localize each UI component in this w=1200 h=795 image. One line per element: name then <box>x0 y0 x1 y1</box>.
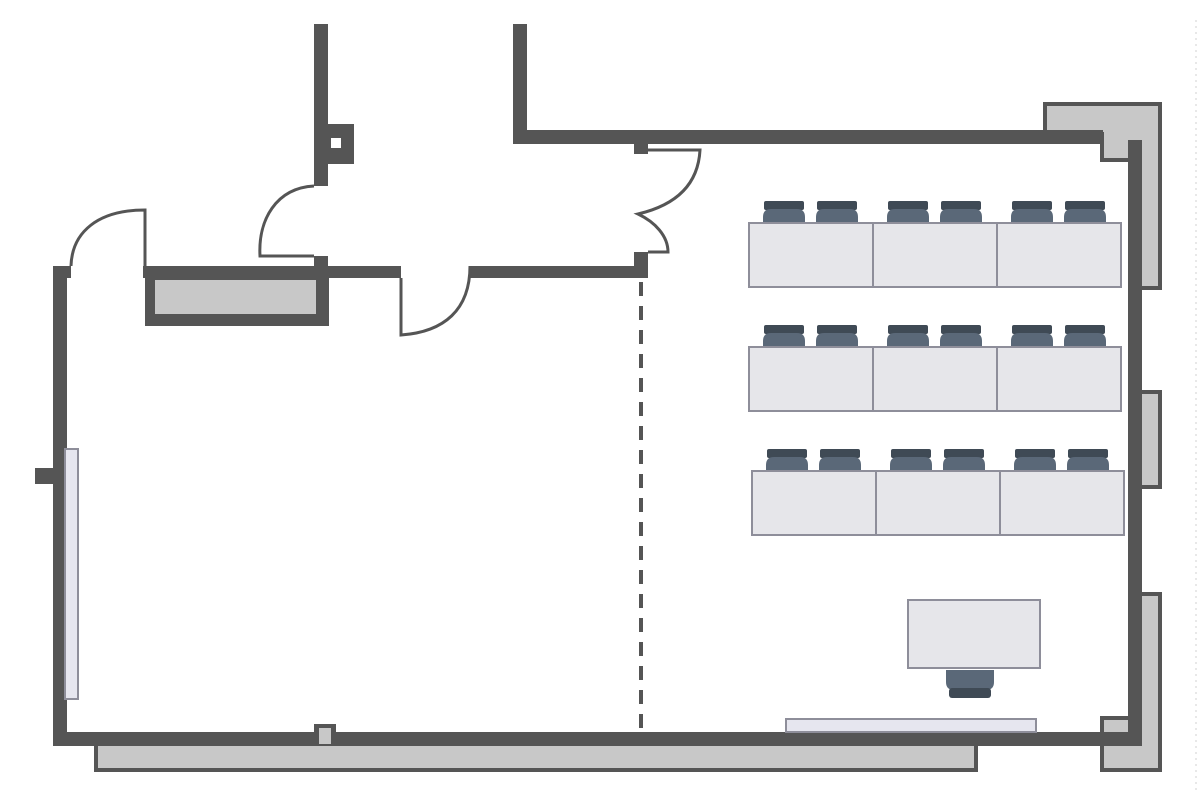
wall-corridor-notch-hole <box>331 138 341 148</box>
chair-back <box>820 449 860 458</box>
chair-seat <box>1067 457 1109 471</box>
door-jamb-inner <box>634 252 648 278</box>
wall-top-right <box>513 130 1103 144</box>
door-jamb-top <box>634 144 648 154</box>
chair-seat <box>940 209 982 223</box>
chair-back <box>1065 201 1105 210</box>
chair-seat <box>763 333 805 347</box>
teacher-desk-group <box>907 599 1041 698</box>
student-desk <box>875 470 1001 536</box>
wall-bottom-post-inner <box>319 728 331 744</box>
chair-seat <box>819 457 861 471</box>
student-desk <box>748 222 874 288</box>
wall-left <box>53 266 67 746</box>
chair-back <box>1012 325 1052 334</box>
student-desk <box>872 346 998 412</box>
chair-back <box>764 325 804 334</box>
chair-seat <box>943 457 985 471</box>
chair-back <box>944 449 984 458</box>
chair-back <box>941 201 981 210</box>
walls <box>35 24 1142 746</box>
wall-column-frame-left <box>145 270 155 326</box>
student-desk <box>996 222 1122 288</box>
chair-back <box>888 201 928 210</box>
chair-back <box>1012 201 1052 210</box>
chair-seat <box>940 333 982 347</box>
student-desk <box>748 346 874 412</box>
student-desk <box>996 346 1122 412</box>
door-inner <box>399 265 472 337</box>
wall-bottom <box>53 732 1135 746</box>
column-top-left-inner <box>150 276 324 320</box>
chair-back <box>1015 449 1055 458</box>
chair-seat <box>766 457 808 471</box>
wall-corridor-left <box>314 24 328 186</box>
chair-seat <box>816 333 858 347</box>
student-desks <box>748 201 1125 536</box>
chair-back <box>817 201 857 210</box>
chair-back <box>891 449 931 458</box>
chair-seat <box>1014 457 1056 471</box>
chair-seat <box>1064 333 1106 347</box>
wall-column-frame-right <box>316 270 329 326</box>
structural-columns <box>94 102 1162 772</box>
chair-back <box>888 325 928 334</box>
wall-top-left-b <box>143 266 401 278</box>
chair-seat <box>890 457 932 471</box>
door-right-room <box>633 148 702 254</box>
chair-seat <box>1064 209 1106 223</box>
chair-seat <box>887 209 929 223</box>
chair-back <box>817 325 857 334</box>
chair-seat <box>816 209 858 223</box>
chair-back <box>1065 325 1105 334</box>
door-top-left <box>69 208 147 267</box>
wall-left-stub <box>35 468 55 484</box>
wall-top-left-c <box>470 266 648 278</box>
whiteboard-left <box>64 448 79 700</box>
teacher-desk <box>907 599 1041 669</box>
whiteboard-bottom <box>785 718 1037 733</box>
chair-back <box>764 201 804 210</box>
wall-right <box>1128 140 1142 746</box>
chair-seat <box>763 209 805 223</box>
chair-back <box>1068 449 1108 458</box>
wall-corridor-right <box>513 24 527 144</box>
doors <box>69 148 702 337</box>
wall-column-frame-bottom <box>145 314 329 326</box>
teacher-chair-seat <box>946 670 994 690</box>
student-desk <box>751 470 877 536</box>
chair-back <box>767 449 807 458</box>
student-desk <box>999 470 1125 536</box>
wall-top-left-a <box>53 266 71 278</box>
chair-seat <box>1011 209 1053 223</box>
student-desk <box>872 222 998 288</box>
chair-back <box>941 325 981 334</box>
door-corridor <box>258 184 315 258</box>
teacher-chair-back <box>949 688 991 698</box>
chair-seat <box>887 333 929 347</box>
chair-seat <box>1011 333 1053 347</box>
